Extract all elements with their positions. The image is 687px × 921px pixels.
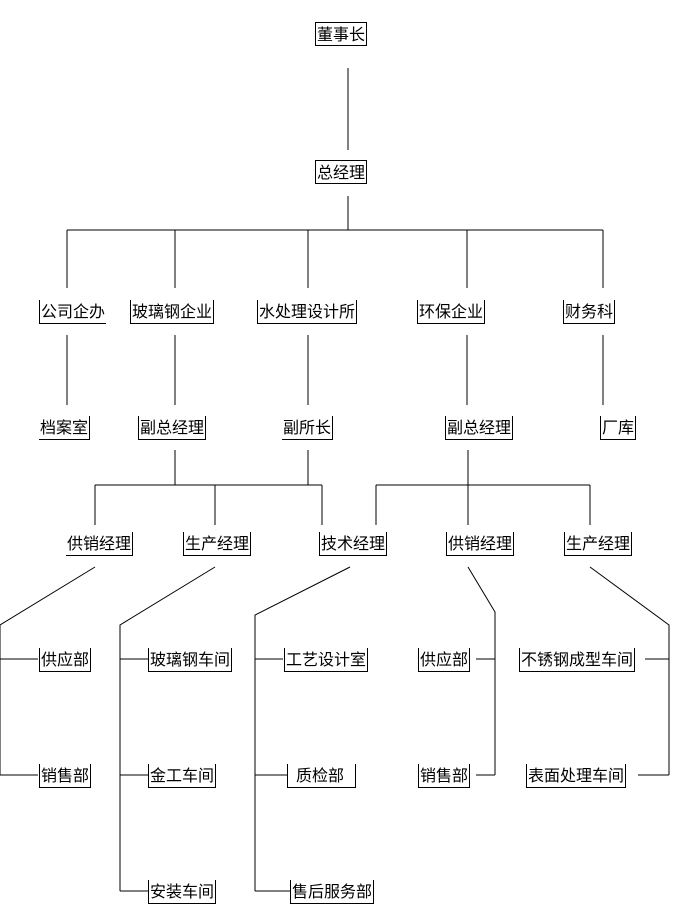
node-general-manager: 总经理 bbox=[315, 160, 368, 184]
connector-supply-sales-2-branch bbox=[467, 566, 496, 775]
node-supply-dept-2: 供应部 bbox=[418, 648, 471, 672]
node-supply-dept-1: 供应部 bbox=[39, 648, 92, 672]
node-production-mgr-2: 生产经理 bbox=[564, 532, 633, 556]
node-metalwork-workshop: 金工车间 bbox=[148, 764, 217, 788]
node-assembly-workshop: 安装车间 bbox=[148, 880, 217, 904]
node-chairman: 董事长 bbox=[315, 22, 368, 46]
node-factory-warehouse: 厂库 bbox=[600, 416, 637, 440]
node-company-office: 公司企办 bbox=[39, 300, 107, 324]
node-quality-dept: 质检部 bbox=[287, 764, 356, 788]
connector-production-1-branch bbox=[119, 566, 216, 891]
node-sales-dept-2: 销售部 bbox=[418, 764, 471, 788]
node-process-design-room: 工艺设计室 bbox=[284, 648, 369, 672]
node-supply-sales-mgr-1: 供销经理 bbox=[66, 532, 134, 556]
connector-supply-sales-1-branch bbox=[0, 566, 96, 775]
node-sales-dept-1: 销售部 bbox=[39, 764, 92, 788]
node-finance-dept: 财务科 bbox=[563, 300, 616, 324]
connector-lines bbox=[0, 68, 670, 892]
node-deputy-gm-env: 副总经理 bbox=[445, 416, 514, 440]
node-archives-room: 档案室 bbox=[39, 416, 91, 440]
node-deputy-director: 副所长 bbox=[282, 416, 334, 440]
node-water-design-institute: 水处理设计所 bbox=[257, 300, 358, 324]
node-fiberglass-workshop: 玻璃钢车间 bbox=[148, 648, 233, 672]
node-technical-mgr: 技术经理 bbox=[319, 532, 388, 556]
node-fiberglass-enterprise: 玻璃钢企业 bbox=[130, 300, 215, 324]
node-deputy-gm-fiberglass: 副总经理 bbox=[138, 416, 207, 440]
node-stainless-forming-workshop: 不锈钢成型车间 bbox=[519, 648, 636, 672]
node-surface-treatment-workshop: 表面处理车间 bbox=[526, 764, 627, 788]
node-production-mgr-1: 生产经理 bbox=[183, 532, 252, 556]
node-env-enterprise: 环保企业 bbox=[417, 300, 486, 324]
connector-production-2-branch bbox=[589, 566, 670, 775]
node-supply-sales-mgr-2: 供销经理 bbox=[446, 532, 515, 556]
connector-technical-branch bbox=[254, 566, 351, 891]
node-after-sales-dept: 售后服务部 bbox=[290, 880, 375, 904]
